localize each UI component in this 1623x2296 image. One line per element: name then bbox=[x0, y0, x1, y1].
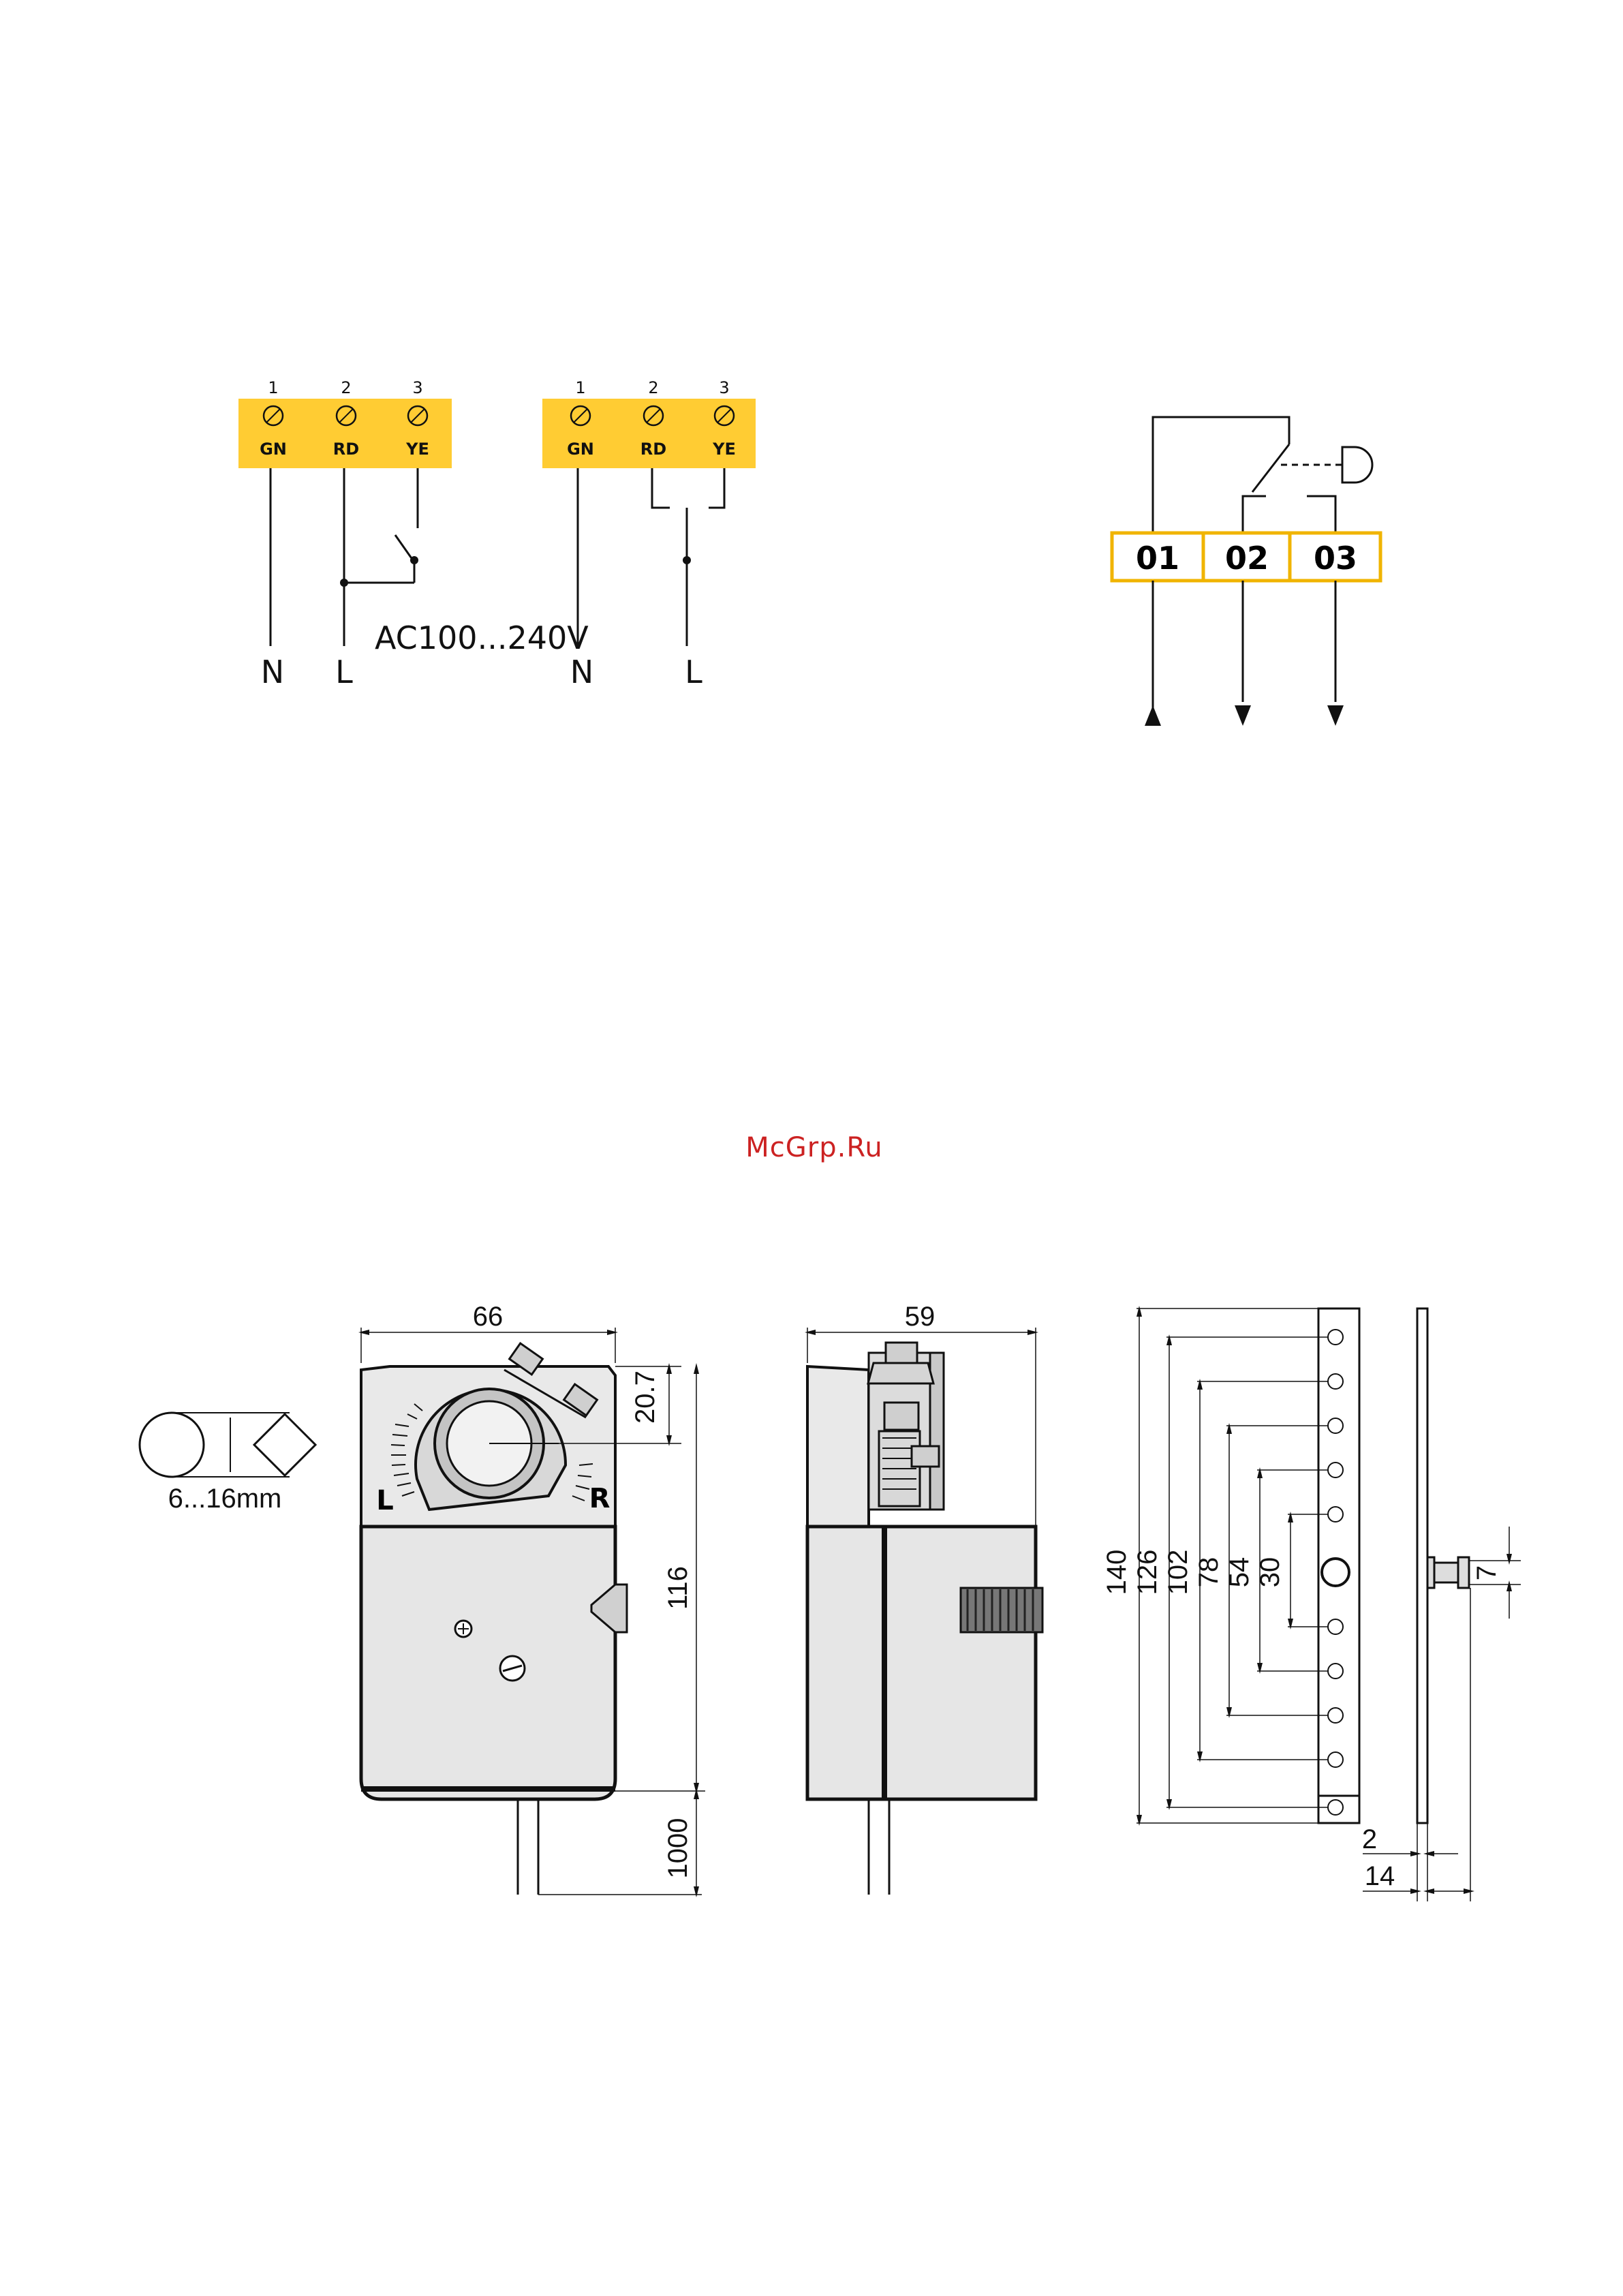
wiring-diagram-a: 1 2 3 GN RD YE N L AC100...240V bbox=[238, 371, 589, 690]
dimension-thickness: 2 bbox=[1362, 1824, 1377, 1854]
round-shaft-icon bbox=[140, 1413, 204, 1477]
terminal-a-code-gn: GN bbox=[260, 440, 287, 459]
adjust-knob-icon bbox=[500, 1656, 525, 1681]
label-l-b: L bbox=[685, 654, 702, 690]
dimension-cable: 1000 bbox=[663, 1818, 693, 1879]
side-housing-bottom bbox=[807, 1527, 1036, 1799]
label-left: L bbox=[376, 1485, 394, 1516]
wire-rd-b bbox=[652, 468, 670, 508]
arrow-up-icon bbox=[1145, 705, 1161, 726]
dimension-width: 66 bbox=[473, 1302, 504, 1332]
bracket-dim-126: 126 bbox=[1132, 1550, 1162, 1595]
switch-blade bbox=[1252, 444, 1289, 492]
cam-actuator-icon bbox=[1342, 447, 1372, 483]
screw-icon bbox=[408, 406, 427, 425]
contact-03-wire bbox=[1307, 496, 1335, 533]
screw-icon bbox=[264, 406, 283, 425]
terminal-b-code-rd: RD bbox=[640, 440, 666, 459]
contact-02-wire bbox=[1243, 496, 1266, 533]
bracket-dim-54: 54 bbox=[1224, 1557, 1254, 1588]
aux-switch-diagram: 01 02 03 bbox=[1112, 417, 1380, 726]
label-n-b: N bbox=[570, 654, 593, 690]
junction-node bbox=[340, 579, 348, 587]
dimension-depth: 59 bbox=[905, 1302, 936, 1332]
terminal-a-number-1: 1 bbox=[268, 378, 278, 397]
manual-release-knob bbox=[961, 1588, 1042, 1632]
actuator-side-view: 59 bbox=[807, 1302, 1042, 1895]
actuator-front-view: L R 66 20.7 116 1000 bbox=[361, 1302, 705, 1895]
arrow-down-icon bbox=[1235, 705, 1251, 726]
shaft-size-label: 6...16mm bbox=[168, 1484, 282, 1514]
dimension-bracket-depth: 14 bbox=[1365, 1861, 1395, 1891]
cable bbox=[518, 1799, 538, 1895]
terminal-a-number-3: 3 bbox=[412, 378, 422, 397]
dimension-height: 116 bbox=[663, 1566, 693, 1610]
terminal-a-code-ye: YE bbox=[405, 440, 429, 459]
supply-voltage-label: AC100...240V bbox=[375, 619, 589, 656]
junction-node bbox=[683, 556, 691, 564]
bracket-profile bbox=[1417, 1308, 1427, 1823]
arrow-down-icon bbox=[1327, 705, 1344, 726]
watermark: McGrp.Ru bbox=[745, 1132, 882, 1163]
aux-terminal-02: 02 bbox=[1225, 540, 1269, 577]
bracket-dim-102: 102 bbox=[1163, 1550, 1193, 1595]
bracket-dim-30: 30 bbox=[1255, 1557, 1285, 1588]
terminal-a-code-rd: RD bbox=[333, 440, 359, 459]
switch-contact bbox=[395, 535, 413, 560]
wire-ye-b bbox=[709, 468, 724, 508]
terminal-b-code-gn: GN bbox=[567, 440, 594, 459]
side-housing-top bbox=[807, 1366, 869, 1527]
shaft-adapter-diagram: 6...16mm bbox=[140, 1413, 315, 1514]
terminal-b-number-2: 2 bbox=[648, 378, 658, 397]
screw-icon bbox=[337, 406, 356, 425]
terminal-b-number-3: 3 bbox=[719, 378, 729, 397]
bracket-dim-78: 78 bbox=[1194, 1557, 1224, 1588]
screw-icon bbox=[715, 406, 734, 425]
mounting-bracket-drawing: 140 126 102 78 54 30 7 2 14 bbox=[1102, 1308, 1521, 1901]
housing-bottom bbox=[361, 1527, 615, 1799]
terminal-b-code-ye: YE bbox=[712, 440, 736, 459]
screw-icon bbox=[644, 406, 663, 425]
terminal-b-number-1: 1 bbox=[575, 378, 585, 397]
screw-icon bbox=[455, 1621, 472, 1637]
anti-rotation-pin-icon bbox=[1427, 1557, 1469, 1588]
screw-icon bbox=[571, 406, 590, 425]
pin-dimension: 7 bbox=[1472, 1565, 1502, 1580]
side-cable bbox=[869, 1799, 889, 1895]
square-shaft-icon bbox=[254, 1414, 315, 1475]
bracket-dim-140: 140 bbox=[1102, 1550, 1132, 1595]
label-right: R bbox=[589, 1483, 610, 1514]
label-n-a: N bbox=[261, 654, 284, 690]
label-l-a: L bbox=[335, 654, 353, 690]
aux-terminal-03: 03 bbox=[1314, 540, 1357, 577]
terminal-a-number-2: 2 bbox=[341, 378, 351, 397]
aux-terminal-01: 01 bbox=[1136, 540, 1179, 577]
dimension-offset: 20.7 bbox=[630, 1371, 660, 1424]
